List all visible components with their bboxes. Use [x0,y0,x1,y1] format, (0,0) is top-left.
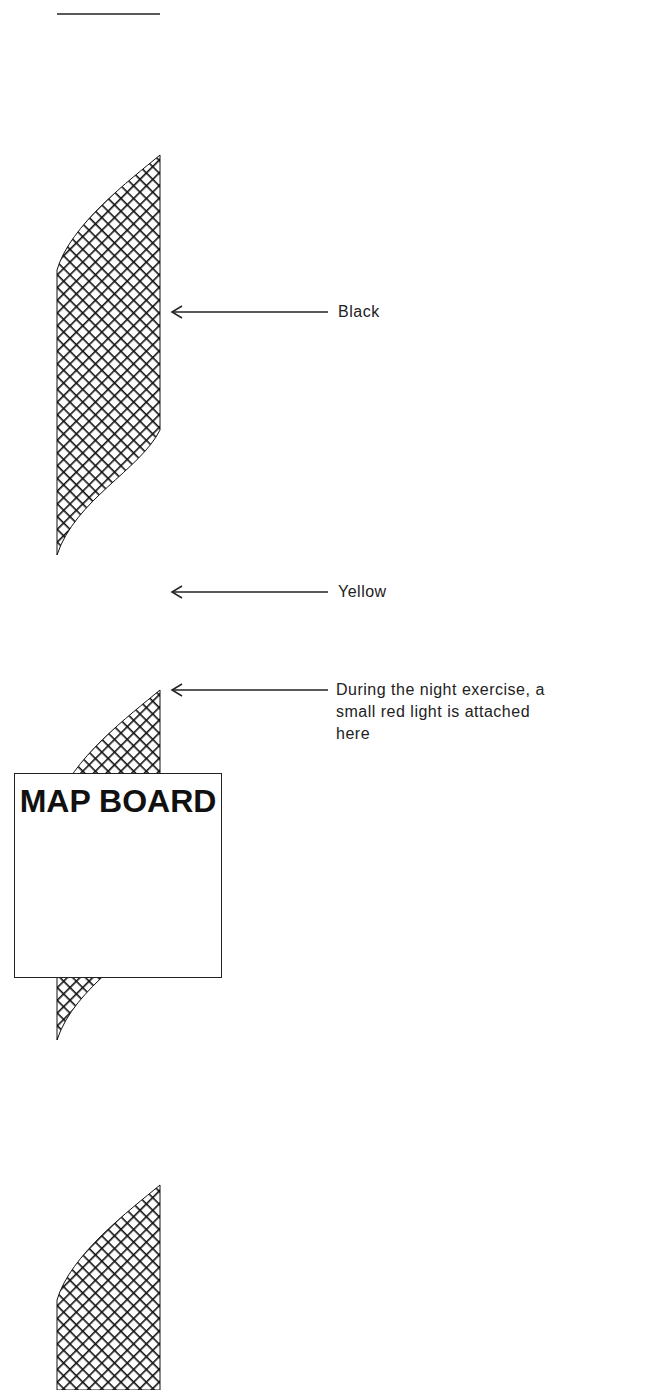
callout-label: Black [338,301,458,323]
black-band [57,155,160,555]
map-board: MAP BOARD [14,773,222,978]
pole-top [57,13,160,15]
black-band [57,1185,160,1390]
callout-label: During the night exercise, a small red l… [336,679,551,745]
callout-label: Yellow [338,581,458,603]
board-title: MAP BOARD [15,774,221,818]
leader-arrows [172,306,328,696]
